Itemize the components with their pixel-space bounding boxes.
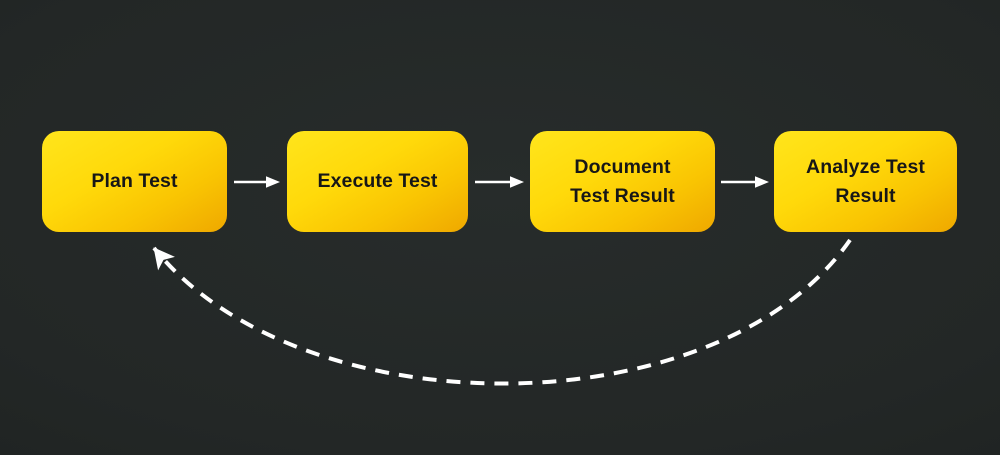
node-document-test-result: Document Test Result [530, 131, 715, 232]
node-label: Document [574, 155, 671, 178]
node-label: Result [835, 184, 896, 207]
arrow-document-to-analyze [721, 176, 769, 188]
arrow-plan-to-execute [234, 176, 280, 188]
node-label: Analyze Test [806, 155, 925, 178]
node-label: Test Result [570, 184, 675, 207]
node-label: Plan Test [91, 170, 178, 192]
arrow-execute-to-document [475, 176, 524, 188]
node-analyze-test-result: Analyze Test Result [774, 131, 957, 232]
feedback-loop-arrow [152, 238, 852, 386]
node-label: Execute Test [317, 170, 438, 192]
node-plan-test: Plan Test [42, 131, 227, 232]
node-execute-test: Execute Test [287, 131, 468, 232]
